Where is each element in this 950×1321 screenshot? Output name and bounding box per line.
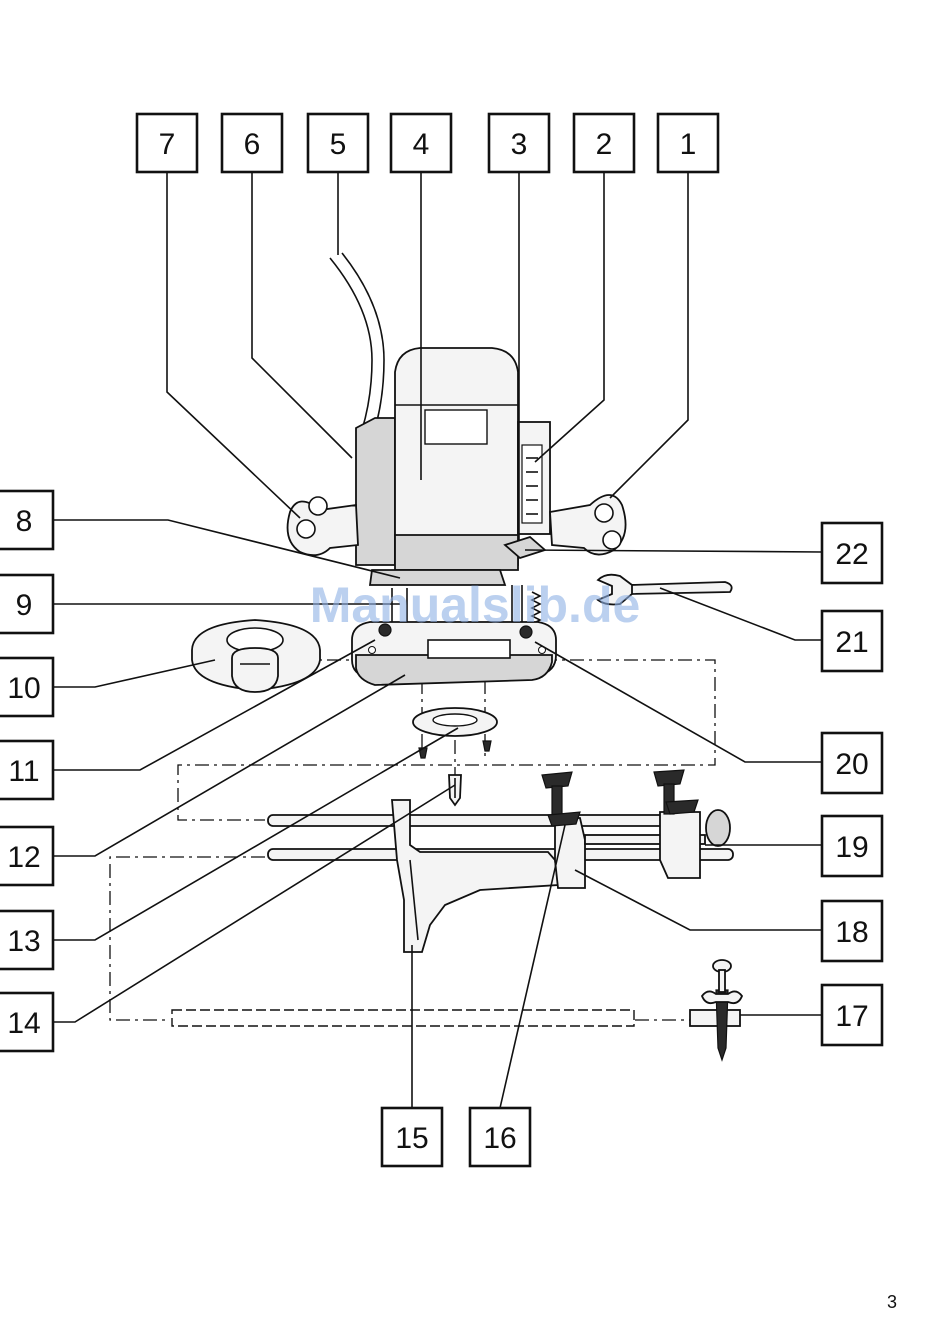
- guide-plate-assembly: [413, 708, 497, 805]
- callout-2: 2: [596, 128, 613, 161]
- parallel-guide: [268, 770, 733, 952]
- callout-13: 13: [7, 925, 40, 958]
- callout-14: 14: [7, 1007, 40, 1040]
- callout-3: 3: [511, 128, 528, 161]
- callout-22: 22: [835, 538, 868, 571]
- callout-4: 4: [413, 128, 430, 161]
- callout-7: 7: [159, 128, 176, 161]
- callout-1: 1: [680, 128, 697, 161]
- callout-5: 5: [330, 128, 347, 161]
- callout-10: 10: [7, 672, 40, 705]
- watermark: Manualslib.de: [310, 577, 641, 633]
- callout-11: 11: [8, 755, 39, 788]
- callout-8: 8: [16, 505, 33, 538]
- callout-20: 20: [835, 748, 868, 781]
- callout-6: 6: [244, 128, 261, 161]
- power-cord: [330, 253, 384, 432]
- router-motor: [288, 348, 626, 585]
- callout-21: 21: [835, 626, 868, 659]
- callout-16: 16: [483, 1122, 516, 1155]
- callout-17: 17: [835, 1000, 868, 1033]
- callout-19: 19: [835, 831, 868, 864]
- callout-12: 12: [7, 841, 40, 874]
- callout-9: 9: [16, 589, 33, 622]
- callout-15: 15: [395, 1122, 428, 1155]
- circle-guide: [172, 960, 742, 1060]
- callout-18: 18: [835, 916, 868, 949]
- page-number: 3: [887, 1292, 897, 1312]
